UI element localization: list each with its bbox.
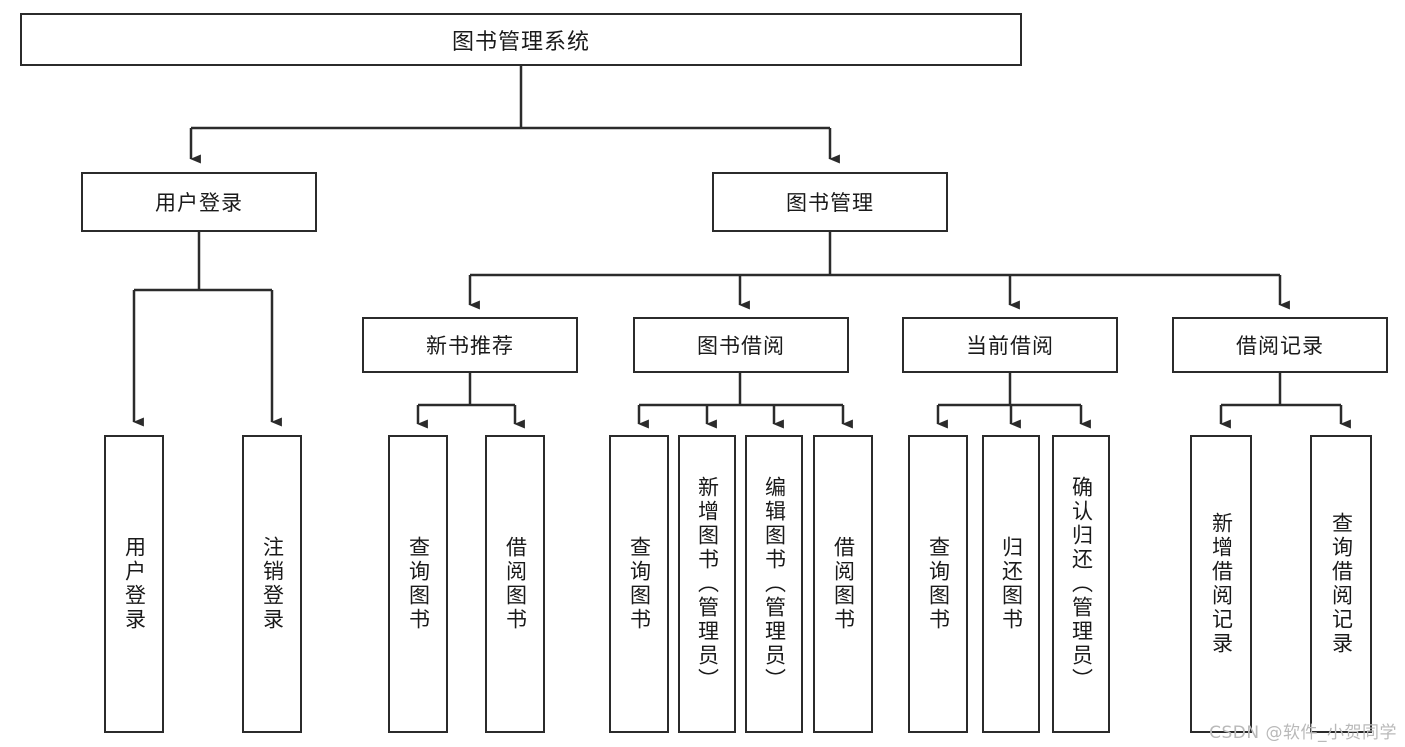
node-borrow-record[interactable]: 借阅记录 xyxy=(1172,317,1388,373)
node-leaf-edit-book-label: 编辑图书（管理员） xyxy=(762,476,787,692)
node-book-borrow-label: 图书借阅 xyxy=(697,334,785,358)
node-new-book-rec-label: 新书推荐 xyxy=(426,334,514,358)
node-leaf-add-book[interactable]: 新增图书（管理员） xyxy=(678,435,736,733)
node-leaf-user-logout[interactable]: 注销登录 xyxy=(242,435,302,733)
node-leaf-query-book-br[interactable]: 查询图书 xyxy=(609,435,669,733)
node-leaf-query-book-cur[interactable]: 查询图书 xyxy=(908,435,968,733)
node-current-borrow[interactable]: 当前借阅 xyxy=(902,317,1118,373)
node-leaf-query-record[interactable]: 查询借阅记录 xyxy=(1310,435,1372,733)
node-leaf-edit-book[interactable]: 编辑图书（管理员） xyxy=(745,435,803,733)
node-leaf-user-logout-label: 注销登录 xyxy=(260,536,285,632)
node-leaf-return-book[interactable]: 归还图书 xyxy=(982,435,1040,733)
node-root[interactable]: 图书管理系统 xyxy=(20,13,1022,66)
node-book-borrow[interactable]: 图书借阅 xyxy=(633,317,849,373)
node-leaf-add-record-label: 新增借阅记录 xyxy=(1209,512,1234,656)
node-leaf-user-login-label: 用户登录 xyxy=(122,536,147,632)
node-leaf-return-book-label: 归还图书 xyxy=(999,536,1024,632)
node-leaf-user-login[interactable]: 用户登录 xyxy=(104,435,164,733)
watermark-text: CSDN @软件_小贺同学 xyxy=(1209,723,1397,743)
node-leaf-borrow-book-rec[interactable]: 借阅图书 xyxy=(485,435,545,733)
node-leaf-query-book-cur-label: 查询图书 xyxy=(926,536,951,632)
node-root-label: 图书管理系统 xyxy=(451,29,590,55)
node-book-manage[interactable]: 图书管理 xyxy=(712,172,948,232)
node-current-borrow-label: 当前借阅 xyxy=(966,334,1054,358)
node-leaf-query-book-br-label: 查询图书 xyxy=(627,536,652,632)
node-book-manage-label: 图书管理 xyxy=(786,191,874,215)
node-user-login-label: 用户登录 xyxy=(155,191,243,215)
node-new-book-rec[interactable]: 新书推荐 xyxy=(362,317,578,373)
node-user-login[interactable]: 用户登录 xyxy=(81,172,317,232)
node-leaf-confirm-return-label: 确认归还（管理员） xyxy=(1069,476,1094,692)
node-leaf-borrow-book-rec-label: 借阅图书 xyxy=(503,536,528,632)
node-leaf-query-record-label: 查询借阅记录 xyxy=(1329,512,1354,656)
node-borrow-record-label: 借阅记录 xyxy=(1236,334,1324,358)
node-leaf-add-book-label: 新增图书（管理员） xyxy=(695,476,720,692)
node-leaf-confirm-return[interactable]: 确认归还（管理员） xyxy=(1052,435,1110,733)
node-leaf-borrow-book-br[interactable]: 借阅图书 xyxy=(813,435,873,733)
node-leaf-query-book-rec[interactable]: 查询图书 xyxy=(388,435,448,733)
node-leaf-borrow-book-br-label: 借阅图书 xyxy=(831,536,856,632)
node-leaf-query-book-rec-label: 查询图书 xyxy=(406,536,431,632)
node-leaf-add-record[interactable]: 新增借阅记录 xyxy=(1190,435,1252,733)
